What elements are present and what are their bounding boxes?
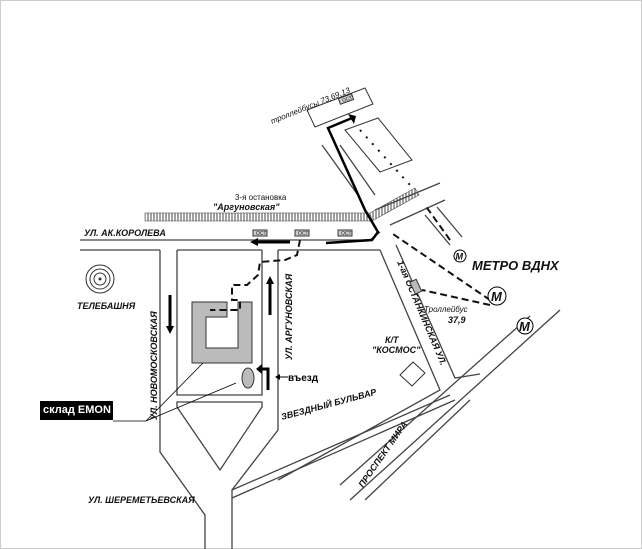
street-novomoskovskaya bbox=[159, 250, 279, 549]
tv-tower-icon bbox=[85, 264, 115, 294]
emon-building bbox=[191, 301, 253, 364]
prospekt-mira bbox=[339, 309, 561, 501]
cinema-building bbox=[399, 361, 426, 387]
entry-arrow-icon bbox=[256, 364, 288, 390]
svg-text:37,9: 37,9 bbox=[448, 315, 466, 325]
svg-text:К/Т: К/Т bbox=[385, 335, 400, 345]
warehouse-marker bbox=[241, 367, 255, 389]
road-line bbox=[321, 144, 361, 199]
dashed-route-trolley bbox=[421, 289, 491, 306]
svg-text:УЛ. АРГУНОВСКАЯ: УЛ. АРГУНОВСКАЯ bbox=[284, 273, 294, 360]
walking-route-solid bbox=[325, 116, 380, 245]
svg-text:"КОСМОС": "КОСМОС" bbox=[372, 345, 421, 355]
svg-text:УЛ. АК.КОРОЛЕВА: УЛ. АК.КОРОЛЕВА bbox=[84, 228, 166, 238]
trolleybus-stop-top: ОСТ троллейбусы 73,69,13 bbox=[269, 86, 374, 128]
dotted-route bbox=[359, 129, 411, 186]
dashed-route-metro bbox=[389, 231, 491, 301]
svg-text:ОСТ: ОСТ bbox=[298, 231, 308, 237]
svg-text:ОСТ: ОСТ bbox=[256, 231, 266, 237]
bus-stops: ОСТ ОСТ ОСТ bbox=[252, 229, 353, 237]
svg-text:въезд: въезд bbox=[288, 373, 319, 384]
svg-text:УЛ. ШЕРЕМЕТЬЕВСКАЯ: УЛ. ШЕРЕМЕТЬЕВСКАЯ bbox=[88, 495, 195, 505]
svg-text:ОСТ: ОСТ bbox=[342, 95, 354, 104]
dashed-route-metro-top bbox=[424, 204, 451, 241]
svg-text:"Аргуновская": "Аргуновская" bbox=[213, 202, 280, 212]
metro-icon: M bbox=[453, 249, 467, 263]
metro-icon: M bbox=[487, 286, 507, 306]
svg-text:M: M bbox=[456, 252, 464, 262]
road-line bbox=[436, 206, 463, 238]
road-line bbox=[424, 214, 451, 246]
route-arrowhead-icon bbox=[348, 114, 356, 124]
road-line bbox=[339, 144, 376, 196]
trolley-stop bbox=[409, 278, 423, 295]
dashed-route bbox=[210, 239, 301, 311]
svg-text:ТЕЛЕБАШНЯ: ТЕЛЕБАШНЯ bbox=[77, 301, 136, 311]
svg-text:УЛ. НОВОМОСКОВСКАЯ: УЛ. НОВОМОСКОВСКАЯ bbox=[149, 311, 159, 420]
pointer-line bbox=[145, 362, 204, 422]
svg-text:МЕТРО ВДНХ: МЕТРО ВДНХ bbox=[472, 258, 560, 273]
svg-text:ОСТ: ОСТ bbox=[341, 231, 351, 237]
warehouse-label: склад EMON bbox=[40, 401, 113, 420]
metro-icon: M bbox=[516, 317, 534, 335]
traffic-arrows bbox=[166, 238, 290, 334]
svg-text:ЗВЕЗДНЫЙ БУЛЬВАР: ЗВЕЗДНЫЙ БУЛЬВАР bbox=[280, 386, 379, 422]
svg-text:M: M bbox=[491, 289, 503, 304]
svg-text:M: M bbox=[519, 319, 531, 334]
building-top bbox=[344, 117, 413, 173]
svg-text:3-я остановка: 3-я остановка bbox=[235, 193, 287, 202]
road-line bbox=[389, 199, 446, 226]
pointer-line bbox=[145, 382, 237, 422]
svg-text:Троллейбус: Троллейбус bbox=[424, 305, 468, 314]
